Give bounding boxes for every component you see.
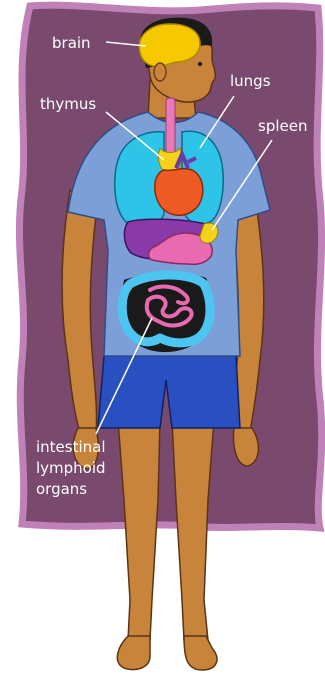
trachea [166, 98, 175, 158]
right-foot [184, 636, 217, 670]
label-intestinal-line1: intestinal [36, 438, 106, 456]
ear [154, 63, 166, 81]
label-thymus: thymus [40, 95, 96, 113]
label-intestinal-line3: organs [36, 480, 87, 498]
label-brain: brain [52, 34, 91, 52]
label-spleen: spleen [258, 117, 307, 135]
eye [198, 62, 202, 66]
left-leg [118, 420, 160, 640]
label-intestinal-line2: lymphoid [36, 459, 106, 477]
heart [155, 169, 203, 216]
label-lungs: lungs [230, 72, 271, 90]
left-foot [117, 636, 150, 670]
